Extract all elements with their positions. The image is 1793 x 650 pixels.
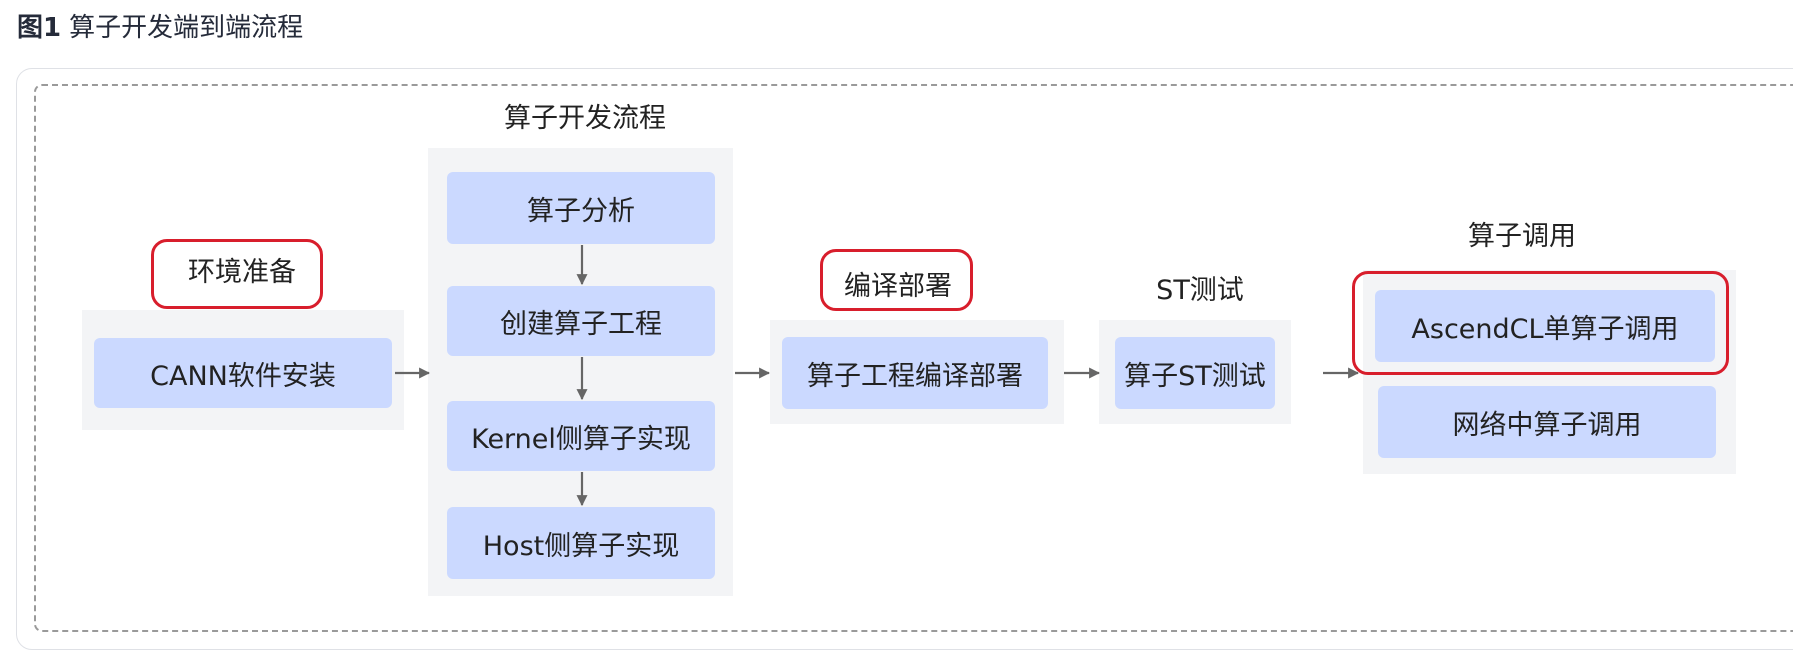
env-highlight [151,239,323,309]
invoke-box-ascendcl: AscendCL单算子调用 [1375,290,1715,362]
build-stage-title: 编译部署 [844,271,952,302]
invoke-highlight [1352,271,1729,375]
invoke-box-network: 网络中算子调用 [1378,386,1716,458]
env-stage-title: 环境准备 [188,257,296,288]
figure-number: 图1 [17,13,62,43]
dashed-border [34,84,1793,632]
st-stage-title: ST测试 [1156,275,1244,306]
dev-step-create-project: 创建算子工程 [447,286,715,356]
dev-step-kernel-impl: Kernel侧算子实现 [447,401,715,471]
invoke-stage-title: 算子调用 [1468,221,1576,252]
dev-step-host-impl: Host侧算子实现 [447,507,715,579]
build-highlight [820,249,973,311]
build-box: 算子工程编译部署 [782,337,1048,409]
figure-title: 算子开发端到端流程 [69,13,304,43]
dev-stage-title: 算子开发流程 [504,103,666,134]
dev-step-analysis: 算子分析 [447,172,715,244]
st-box: 算子ST测试 [1115,337,1275,409]
env-box-cann-install: CANN软件安装 [94,338,392,408]
